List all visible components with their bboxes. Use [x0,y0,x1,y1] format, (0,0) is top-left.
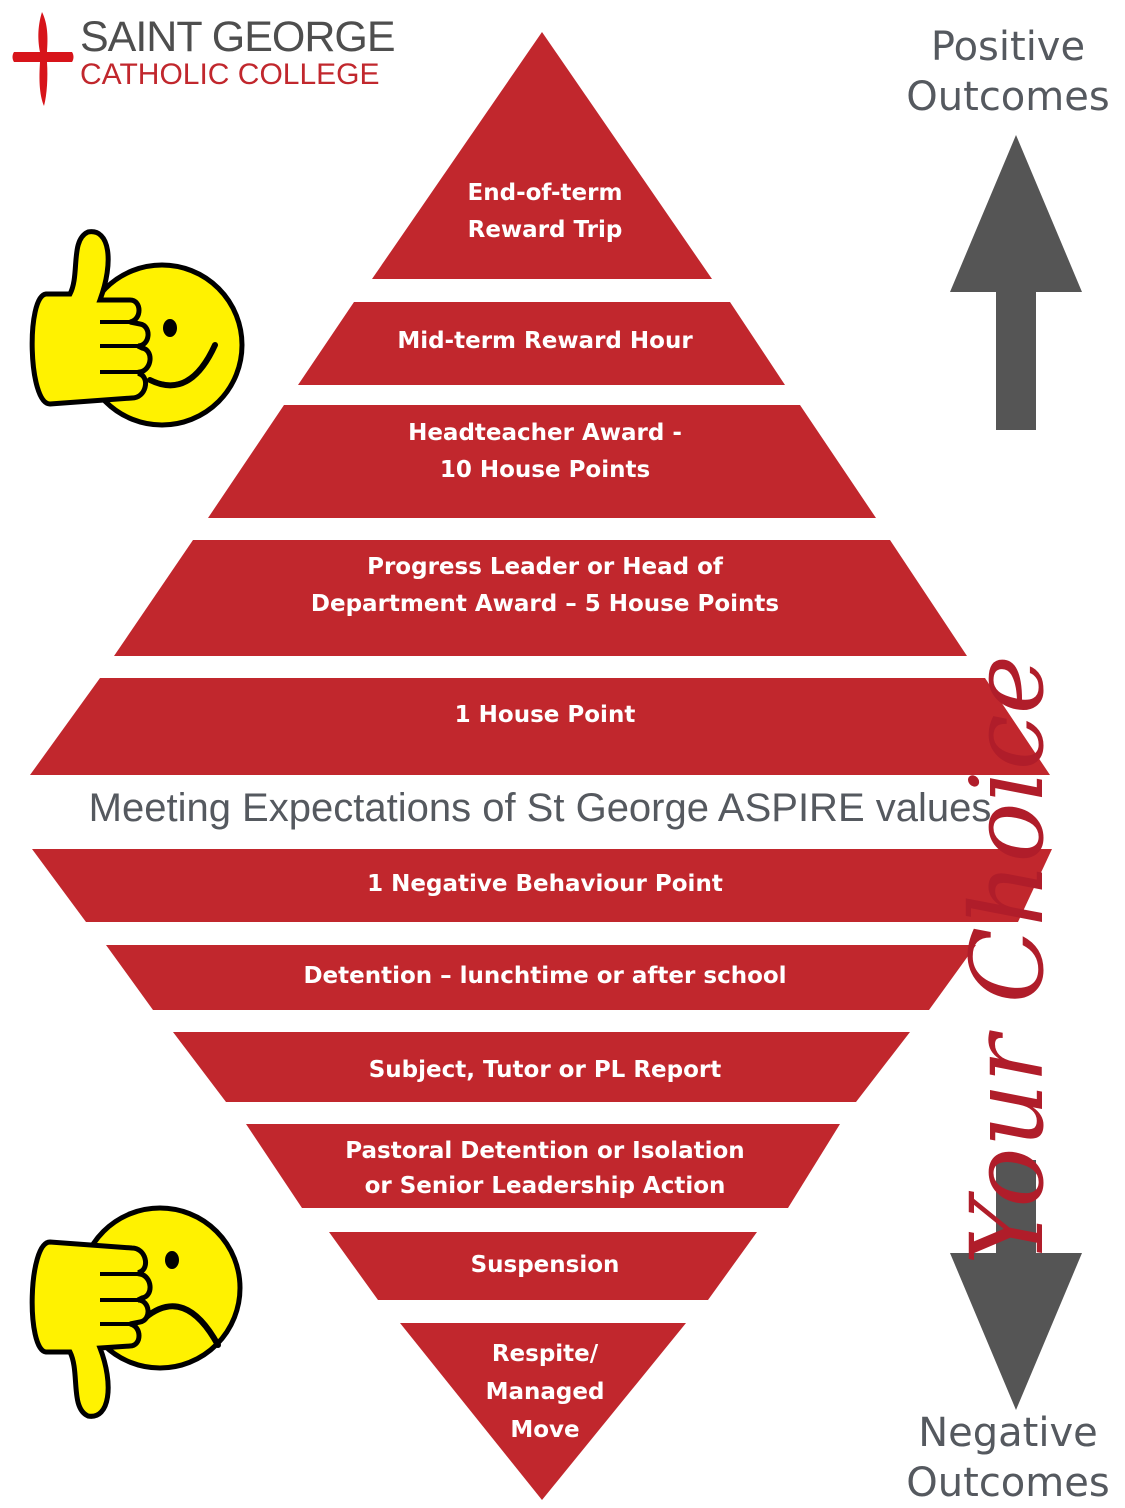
headteacher-award-label: Headteacher Award -10 House Points [408,420,682,483]
sanction-bands [32,849,1052,1500]
report-label: Subject, Tutor or PL Report [368,1057,722,1083]
reward-band [298,302,785,385]
suspension-label: Suspension [470,1252,620,1278]
meeting-expectations-text: Meeting Expectations of St George ASPIRE… [88,786,992,830]
reward-band [208,405,876,518]
reward-bands [30,32,1050,775]
logo-subtitle: CATHOLIC COLLEGE [80,58,380,91]
sanction-band [173,1032,910,1102]
reward-band [114,540,967,656]
college-logo: SAINT GEORGE CATHOLIC COLLEGE [0,0,430,115]
red-cross-icon [12,12,74,106]
negative-point-label: 1 Negative Behaviour Point [367,871,723,897]
negative-outcomes-label: Negative Outcomes [906,1410,1110,1506]
sanction-band [246,1124,840,1208]
thumbs-up-smiley-icon [29,229,245,428]
logo-title: SAINT GEORGE [80,13,396,61]
arrow-up-icon [950,135,1082,430]
reward-band [372,32,712,279]
arrow-down-icon [950,1160,1082,1410]
reward-hour-label: Mid-term Reward Hour [397,328,693,354]
house-point-label: 1 House Point [454,702,636,728]
sanction-band [106,945,976,1010]
reward-band [30,678,1050,775]
sanction-band [329,1232,757,1300]
your-choice-label: Your Choice [949,655,1066,1265]
sanction-band [400,1323,686,1500]
thumbs-down-frowny-icon [29,1205,243,1419]
sanction-band [32,849,1052,922]
positive-outcomes-label: Positive Outcomes [906,24,1110,120]
detention-label: Detention – lunchtime or after school [303,963,787,989]
